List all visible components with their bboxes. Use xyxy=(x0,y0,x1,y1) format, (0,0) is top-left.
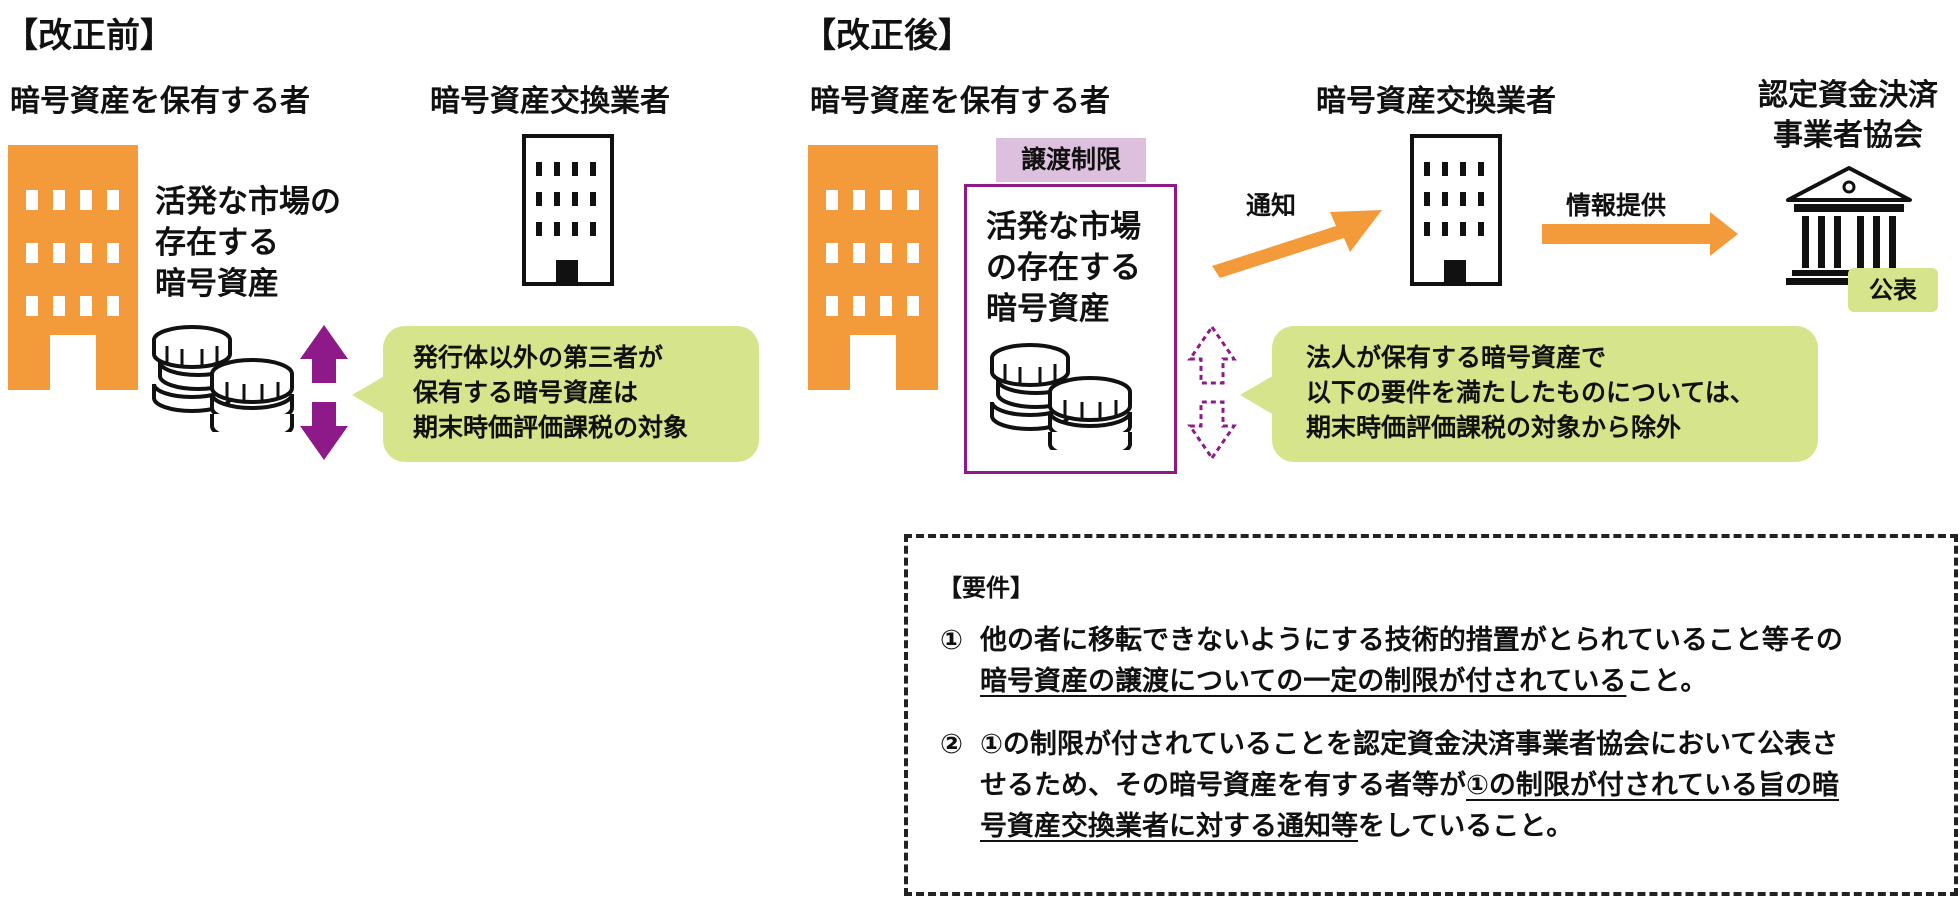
requirement-number: ② xyxy=(940,729,963,760)
requirement-text: をしていること。 xyxy=(1358,811,1574,842)
bubble-line: 保有する暗号資産は xyxy=(413,378,639,407)
bubble-line: 発行体以外の第三者が xyxy=(413,343,664,372)
publish-badge: 公表 xyxy=(1848,268,1938,312)
requirement-text: せるため、その暗号資産を有する者等が xyxy=(980,770,1466,801)
bubble-line: 以下の要件を満たしたものについては、 xyxy=(1306,378,1755,407)
notify-label: 通知 xyxy=(1246,191,1297,220)
requirements-title: 【要件】 xyxy=(938,574,1034,602)
asset-line: 暗号資産 xyxy=(986,291,1110,327)
after-asset-text: 活発な市場 の存在する 暗号資産 xyxy=(986,207,1141,330)
info-label: 情報提供 xyxy=(1566,191,1667,220)
association-line: 事業者協会 xyxy=(1773,118,1923,153)
requirement-number: ① xyxy=(940,625,963,656)
requirement-emphasis: 暗号資産の譲渡についての一定の制限が付されている xyxy=(980,666,1627,697)
association-line: 認定資金決済 xyxy=(1758,78,1938,113)
bubble-pointer xyxy=(352,375,386,415)
after-title: 【改正後】 xyxy=(802,16,972,56)
before-holder-label: 暗号資産を保有する者 xyxy=(10,84,310,119)
restricted-asset-box xyxy=(964,184,1177,474)
restriction-tag: 譲渡制限 xyxy=(996,138,1146,182)
requirement-text: こと。 xyxy=(1626,666,1708,697)
association-label: 認定資金決済 事業者協会 xyxy=(1736,76,1960,156)
holder-building-icon xyxy=(808,145,938,390)
bubble-line: 期末時価評価課税の対象から除外 xyxy=(1306,413,1682,442)
asset-line: の存在する xyxy=(986,250,1141,286)
before-asset-text: 活発な市場の 存在する 暗号資産 xyxy=(155,182,341,305)
bubble-line: 期末時価評価課税の対象 xyxy=(413,413,689,442)
requirement-text: ①の制限が付されていることを認定資金決済事業者協会において公表さ xyxy=(980,729,1839,760)
asset-line: 存在する xyxy=(155,225,279,261)
coins-icon xyxy=(152,325,294,432)
after-holder-label: 暗号資産を保有する者 xyxy=(810,84,1110,119)
exchange-building-icon xyxy=(522,134,614,286)
info-arrow-icon xyxy=(1542,212,1738,256)
exchange-building-icon xyxy=(1410,134,1502,286)
requirement-text: 他の者に移転できないようにする技術的措置がとられていること等その xyxy=(980,625,1843,656)
bubble-pointer xyxy=(1240,375,1274,415)
dashed-double-arrow-icon xyxy=(1187,325,1237,460)
before-bubble: 発行体以外の第三者が 保有する暗号資産は 期末時価評価課税の対象 xyxy=(383,326,759,462)
requirement-emphasis: 号資産交換業者に対する通知等 xyxy=(980,811,1358,842)
after-bubble: 法人が保有する暗号資産で 以下の要件を満たしたものについては、 期末時価評価課税… xyxy=(1272,326,1818,462)
coins-icon xyxy=(990,343,1132,450)
asset-line: 活発な市場の xyxy=(155,184,341,220)
requirement-item-1: ① 他の者に移転できないようにする技術的措置がとられていること等その 暗号資産の… xyxy=(940,620,1940,702)
holder-building-icon xyxy=(8,145,138,390)
asset-line: 活発な市場 xyxy=(986,209,1141,245)
before-title: 【改正前】 xyxy=(4,16,174,56)
double-arrow-icon xyxy=(300,325,348,460)
asset-line: 暗号資産 xyxy=(155,266,279,302)
requirement-item-2: ② ①の制限が付されていることを認定資金決済事業者協会において公表さ せるため、… xyxy=(940,724,1940,847)
requirement-emphasis: ①の制限が付されている旨の暗 xyxy=(1466,770,1840,801)
requirements-box xyxy=(904,534,1958,896)
notify-arrow-icon xyxy=(1212,210,1382,278)
after-exchange-label: 暗号資産交換業者 xyxy=(1316,84,1556,119)
before-exchange-label: 暗号資産交換業者 xyxy=(430,84,670,119)
bubble-line: 法人が保有する暗号資産で xyxy=(1306,343,1607,372)
